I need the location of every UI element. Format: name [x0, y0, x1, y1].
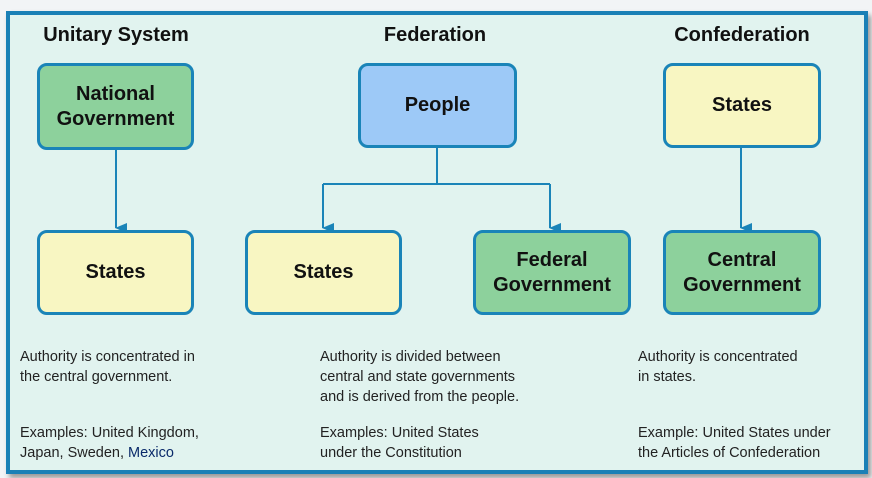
text-line: central and state governments	[320, 369, 516, 385]
unitary-description: Authority is concentrated in the central …	[20, 347, 195, 387]
text-part: Mexico	[128, 445, 174, 461]
text-line: Examples: United Kingdom,	[20, 425, 199, 441]
federation-description: Authority is divided between central and …	[320, 347, 519, 407]
text-line: under the Constitution	[320, 445, 462, 461]
text-line: Example: United States under	[638, 425, 831, 441]
text-line: Authority is divided between	[320, 349, 501, 365]
federation-examples: Examples: United States under the Constit…	[320, 423, 479, 463]
national-government-box: National Government	[37, 63, 194, 150]
confederation-description: Authority is concentrated in states.	[638, 347, 798, 387]
text-line: Examples: United States	[320, 425, 479, 441]
text-line: Authority is concentrated in	[20, 349, 195, 365]
federation-heading: Federation	[383, 24, 487, 46]
federation-states-box: States	[245, 230, 402, 315]
text-line: the Articles of Confederation	[638, 445, 821, 461]
text-line: in states.	[638, 369, 697, 385]
confederation-heading: Confederation	[674, 24, 810, 46]
text-line: Japan, Sweden, Mexico	[20, 443, 199, 463]
text-line: the central government.	[20, 369, 173, 385]
federal-government-box: Federal Government	[473, 230, 631, 315]
confederation-examples: Example: United States under the Articles…	[638, 423, 831, 463]
unitary-examples: Examples: United Kingdom, Japan, Sweden, …	[20, 423, 199, 463]
unitary-states-box: States	[37, 230, 194, 315]
central-government-box: Central Government	[663, 230, 821, 315]
unitary-heading: Unitary System	[43, 24, 189, 46]
text-line: Authority is concentrated	[638, 349, 798, 365]
confederation-states-box: States	[663, 63, 821, 148]
people-box: People	[358, 63, 517, 148]
text-part: Japan, Sweden,	[20, 445, 129, 461]
text-line: and is derived from the people.	[320, 389, 520, 405]
